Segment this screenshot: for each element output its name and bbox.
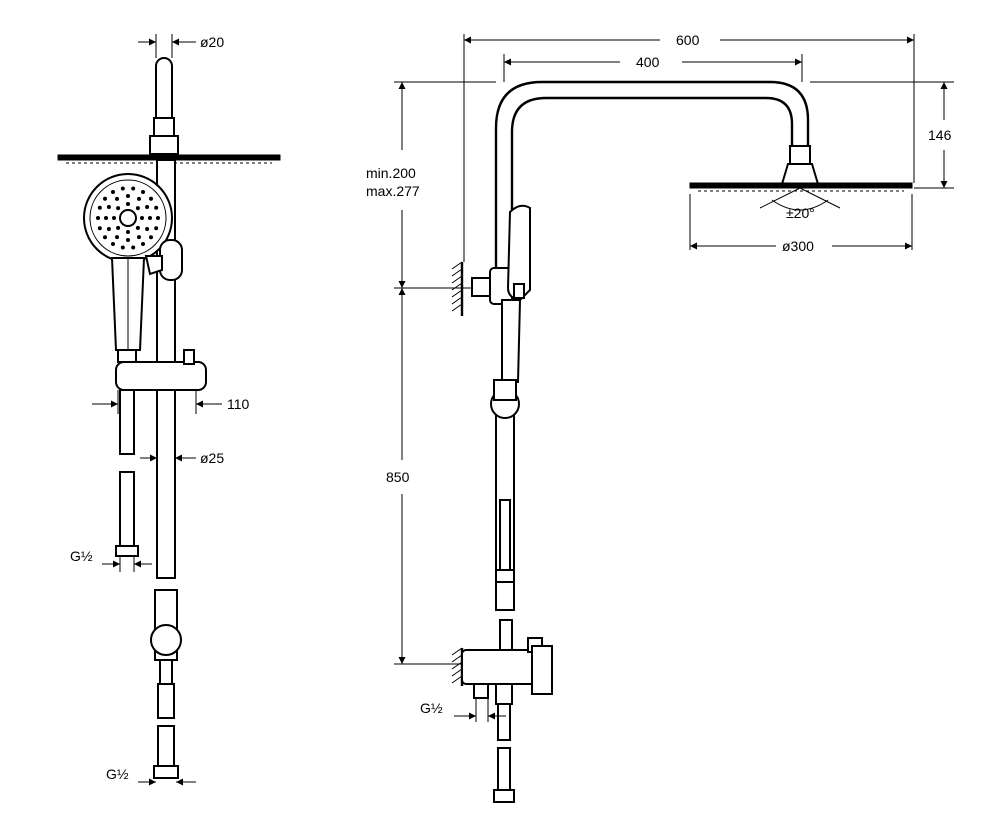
nozzle-dot xyxy=(115,235,119,240)
label-side-inlet-upper: G½ xyxy=(70,548,93,564)
nozzle-dot xyxy=(111,190,115,194)
hatch-line xyxy=(451,675,463,684)
front-hose xyxy=(499,499,511,571)
nozzle-dot xyxy=(156,216,160,220)
label-side-pipe-diameter: ø20 xyxy=(200,34,224,50)
shower-arm-inner xyxy=(510,96,794,270)
nozzle-dot xyxy=(104,216,108,220)
nozzle-dot xyxy=(145,227,150,231)
hatch-line xyxy=(451,268,463,277)
label-bracket-max: max.277 xyxy=(366,183,420,199)
side-hand-shower xyxy=(83,173,173,363)
nozzle-dot xyxy=(141,242,145,246)
nozzle-dot xyxy=(149,235,153,240)
nozzle-dot xyxy=(112,216,116,220)
nozzle-dot xyxy=(148,216,152,220)
nozzle-dot xyxy=(120,186,125,191)
nozzle-dot xyxy=(106,205,111,209)
front-mixer xyxy=(461,619,553,803)
hatch-line xyxy=(451,647,463,656)
nozzle-dot xyxy=(154,205,159,210)
label-arm-total: 600 xyxy=(676,32,700,48)
hatch-line xyxy=(451,289,463,298)
nozzle-dot xyxy=(126,230,130,234)
nozzle-dot xyxy=(120,245,125,250)
arm-nut xyxy=(789,145,811,165)
hatch-line xyxy=(451,661,463,670)
nozzle-dot xyxy=(126,202,130,206)
side-view: ø20 110 ø25 G½ G½ xyxy=(57,34,281,786)
hatch-line xyxy=(451,654,463,663)
shower-arm-outer xyxy=(494,80,810,270)
label-head-tilt: ±20° xyxy=(786,205,815,221)
nozzle-dot xyxy=(141,190,145,194)
side-hose-upper xyxy=(119,389,135,455)
nozzle-dot xyxy=(115,196,119,201)
nozzle-dot xyxy=(96,216,100,220)
nozzle-dot xyxy=(103,235,107,240)
nozzle-dot xyxy=(137,196,141,201)
nozzle-dot xyxy=(140,216,144,220)
label-side-rail-width: 110 xyxy=(227,396,250,412)
nozzle-dot xyxy=(97,226,102,231)
front-holder xyxy=(490,379,520,419)
nozzle-dot xyxy=(131,186,136,191)
side-mixer xyxy=(150,589,182,779)
nozzle-dot xyxy=(97,205,102,210)
wall-hatch-lower xyxy=(451,647,464,686)
hatch-line xyxy=(451,282,463,291)
nozzle-dot xyxy=(126,194,130,198)
nozzle-dot xyxy=(154,226,159,231)
nozzle-dot xyxy=(116,225,121,230)
nozzle-dot xyxy=(106,227,111,231)
front-view: 600 400 146 min.200 max.277 ±20° ø300 85… xyxy=(366,32,954,803)
label-side-inlet-lower: G½ xyxy=(106,766,129,782)
nozzle-dot xyxy=(116,206,121,211)
front-dimension-lines xyxy=(394,34,954,722)
nozzle-dot xyxy=(135,206,140,211)
side-hose-nut xyxy=(115,545,139,557)
label-arm-reach: 400 xyxy=(636,54,660,70)
front-hose-nut xyxy=(495,569,515,583)
nozzle-dot xyxy=(135,225,140,230)
side-dimension-lines xyxy=(92,34,222,786)
nozzle-dot xyxy=(149,196,153,201)
nozzle-dot xyxy=(103,196,107,201)
side-top-nut xyxy=(153,117,175,137)
nozzle-dot xyxy=(126,238,130,242)
side-hose-lower xyxy=(119,471,135,547)
label-head-drop: 146 xyxy=(928,127,952,143)
head-joint xyxy=(780,163,820,185)
side-slider xyxy=(115,349,207,391)
nozzle-dot xyxy=(111,242,115,246)
nozzle-dot xyxy=(145,205,150,209)
upper-bracket xyxy=(471,267,513,305)
wall-hatch-upper xyxy=(451,261,464,316)
nozzle-dot xyxy=(131,245,136,250)
label-riser-height: 850 xyxy=(386,469,410,485)
hatch-line xyxy=(451,296,463,305)
label-front-inlet: G½ xyxy=(420,700,443,716)
hatch-line xyxy=(451,275,463,284)
nozzle-dot xyxy=(137,235,141,240)
side-joint xyxy=(149,135,179,155)
label-bracket-min: min.200 xyxy=(366,165,416,181)
hatch-line xyxy=(451,303,463,312)
label-side-rail-diameter: ø25 xyxy=(200,450,224,466)
overhead-head xyxy=(689,182,913,211)
hatch-line xyxy=(451,261,463,270)
hatch-line xyxy=(451,668,463,677)
label-head-diameter: ø300 xyxy=(782,238,814,254)
side-holder xyxy=(144,239,183,281)
front-hand-shower xyxy=(501,204,531,383)
